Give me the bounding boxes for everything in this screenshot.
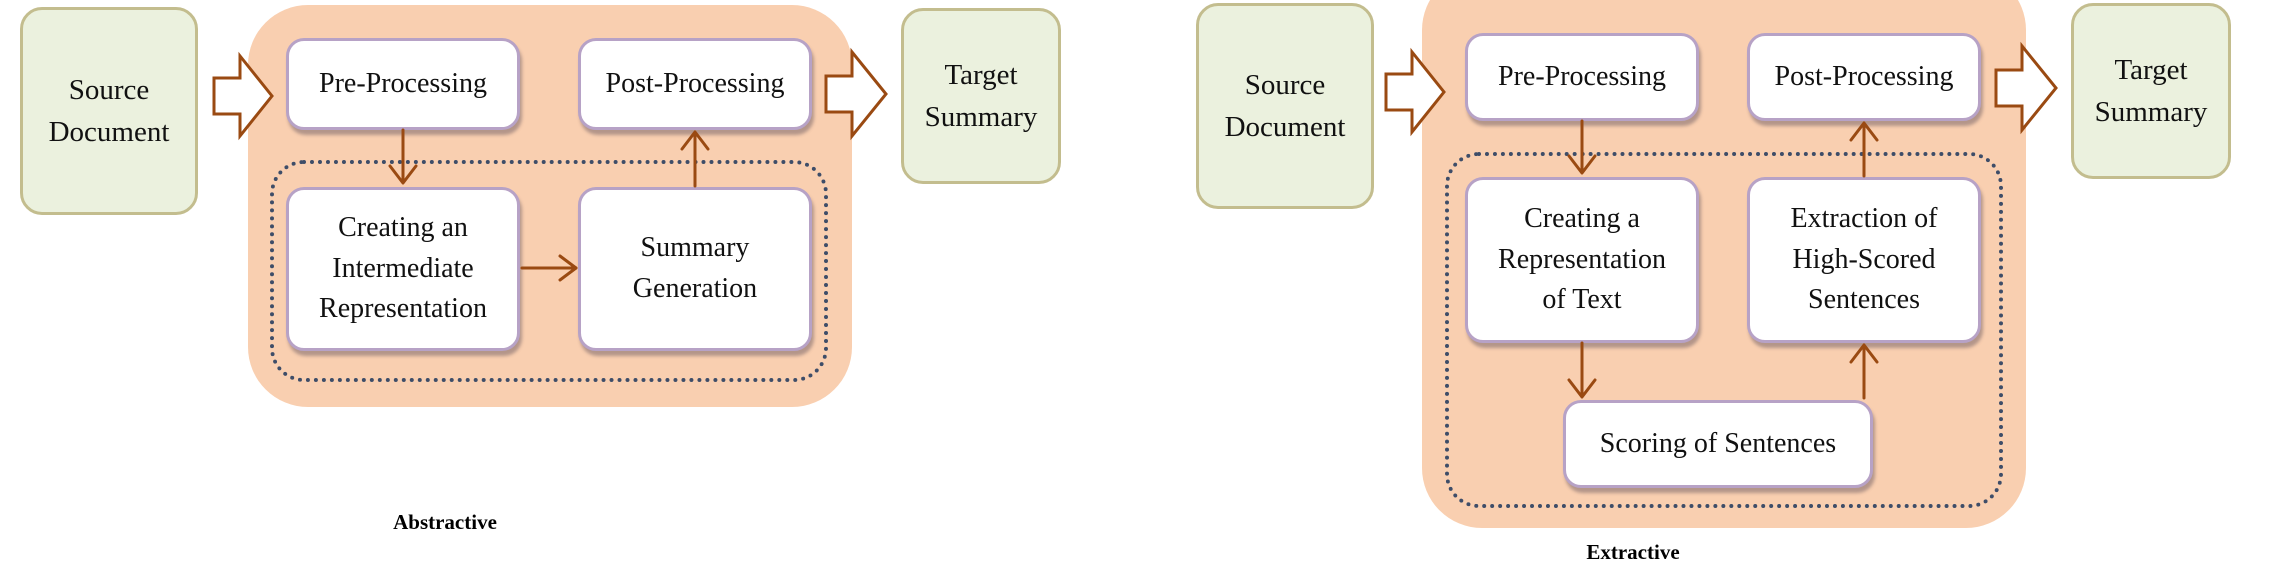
abstractive-input-block-arrow bbox=[212, 51, 274, 141]
abstractive-core-region bbox=[270, 160, 828, 382]
abstractive-summary-generation: Summary Generation bbox=[578, 187, 812, 351]
extractive-target-summary: Target Summary bbox=[2071, 3, 2231, 179]
extractive-post-processing-label: Post-Processing bbox=[1774, 60, 1954, 92]
abstractive-post-processing-label: Post-Processing bbox=[605, 67, 785, 99]
extractive-representation-of-text-label: Creating a Representation of Text bbox=[1498, 203, 1666, 316]
abstractive-pre-processing-label: Pre-Processing bbox=[319, 67, 487, 99]
extractive-caption: Extractive bbox=[1586, 540, 1680, 564]
extractive-scoring-sentences-label: Scoring of Sentences bbox=[1599, 427, 1837, 459]
extractive-source-document: Source Document bbox=[1196, 3, 1374, 209]
extractive-output-block-arrow bbox=[1994, 41, 2058, 135]
extractive-post-processing: Post-Processing bbox=[1747, 33, 1981, 121]
abstractive-intermediate-to-generation-arrow bbox=[520, 254, 578, 282]
extractive-target-summary-label: Target Summary bbox=[2094, 53, 2208, 128]
abstractive-summary-generation-label: Summary Generation bbox=[632, 232, 758, 304]
abstractive-source-document: Source Document bbox=[20, 7, 198, 215]
abstractive-intermediate-representation-label: Creating an Intermediate Representation bbox=[319, 212, 487, 325]
extractive-input-block-arrow bbox=[1384, 47, 1446, 137]
extractive-core-region bbox=[1445, 152, 2003, 508]
extractive-pre-to-representation-arrow bbox=[1567, 119, 1597, 175]
extractive-scoring-to-extraction-arrow bbox=[1849, 343, 1879, 400]
abstractive-generation-to-post-arrow bbox=[680, 130, 710, 188]
abstractive-target-summary-label: Target Summary bbox=[924, 58, 1038, 133]
extractive-representation-of-text: Creating a Representation of Text bbox=[1465, 177, 1699, 343]
abstractive-post-processing: Post-Processing bbox=[578, 38, 812, 130]
extractive-representation-to-scoring-arrow bbox=[1567, 341, 1597, 399]
extractive-scoring-sentences: Scoring of Sentences bbox=[1563, 400, 1873, 488]
extractive-extraction-to-post-arrow bbox=[1849, 121, 1879, 178]
abstractive-pre-to-intermediate-arrow bbox=[388, 128, 418, 185]
abstractive-target-summary: Target Summary bbox=[901, 8, 1061, 184]
extractive-pre-processing: Pre-Processing bbox=[1465, 33, 1699, 121]
abstractive-pre-processing: Pre-Processing bbox=[286, 38, 520, 130]
abstractive-output-block-arrow bbox=[824, 47, 888, 141]
abstractive-source-document-label: Source Document bbox=[48, 73, 170, 148]
extractive-pre-processing-label: Pre-Processing bbox=[1498, 60, 1666, 92]
extractive-extraction-sentences-label: Extraction of High-Scored Sentences bbox=[1790, 203, 1938, 316]
extractive-extraction-sentences: Extraction of High-Scored Sentences bbox=[1747, 177, 1981, 343]
abstractive-intermediate-representation: Creating an Intermediate Representation bbox=[286, 187, 520, 351]
extractive-source-document-label: Source Document bbox=[1224, 68, 1346, 143]
abstractive-caption: Abstractive bbox=[393, 510, 497, 534]
